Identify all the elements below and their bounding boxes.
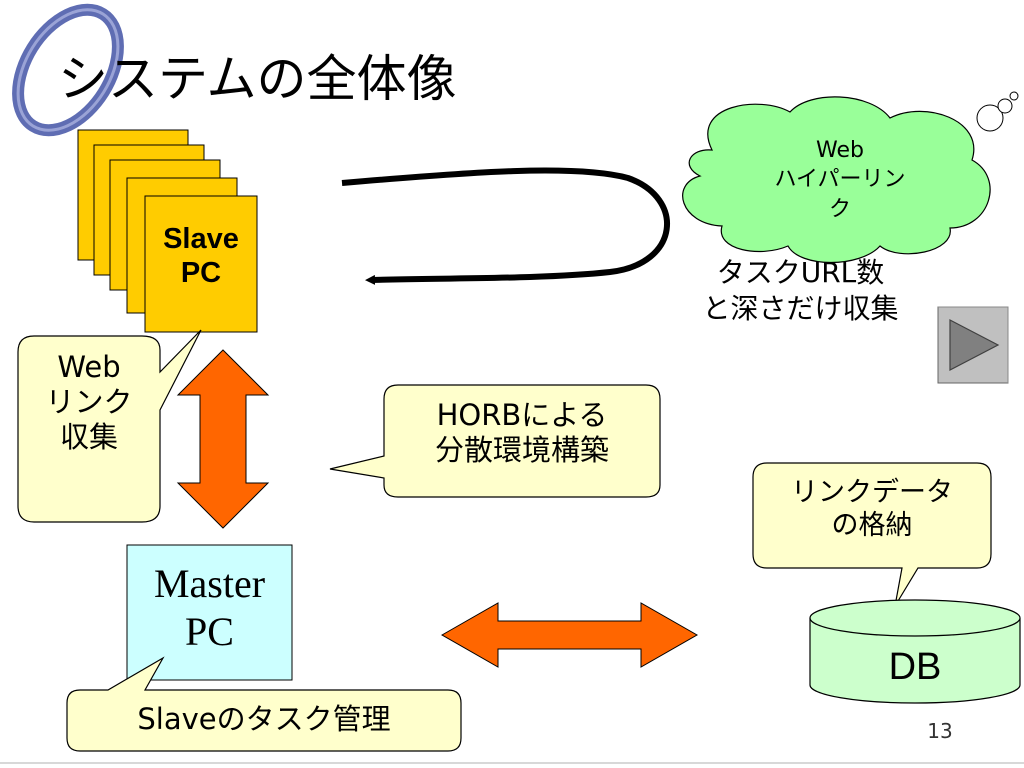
loop-arrow (341, 167, 670, 285)
slave-pc-label-line2: PC (180, 257, 222, 290)
slave-pc-box (144, 195, 258, 333)
cloud-text-line1: Web (816, 138, 864, 163)
horizontal-double-arrow (440, 602, 699, 668)
cloud-text: Web ハイパーリン ク (745, 136, 935, 224)
web-link-callout-text: Web リンク 収集 (18, 350, 160, 454)
horb-callout (329, 384, 661, 498)
link-data-callout-text: リンクデータ の格納 (753, 477, 991, 543)
horb-callout-text: HORBによる 分散環境構築 (384, 398, 660, 468)
ring-logo-icon (12, 3, 124, 137)
horb-line2: 分散環境構築 (434, 432, 609, 467)
play-triangle-icon[interactable] (937, 306, 1009, 384)
web-hyperlink-cloud (682, 91, 1019, 263)
link-data-callout (752, 462, 992, 607)
master-pc-label-line2: PC (185, 609, 234, 654)
cloud-text-line2: ハイパーリン (774, 167, 906, 193)
slide-title: システムの全体像 (58, 50, 457, 108)
web-link-line2: リンク (45, 384, 133, 419)
database-cylinder (809, 599, 1021, 704)
web-link-line3: 収集 (59, 419, 118, 454)
slave-task-callout (66, 656, 462, 752)
slave-task-callout-text: Slaveのタスク管理 (137, 702, 391, 736)
slave-pc-stack (77, 129, 258, 333)
horb-line1: HORBによる (436, 398, 608, 432)
cloud-text-line3: ク (828, 196, 851, 222)
vertical-double-arrow (176, 349, 270, 529)
link-data-line2: の格納 (831, 509, 913, 541)
web-link-line1: Web (57, 350, 121, 384)
master-pc-box (126, 544, 293, 681)
web-link-callout (17, 329, 202, 523)
master-pc-label: Master PC (127, 560, 292, 656)
slave-pc-label-line1: Slave (163, 223, 239, 255)
task-url-text: タスクURL数 と深さだけ収集 (668, 255, 933, 327)
database-label: DB (888, 646, 942, 688)
task-url-line1: タスクURL数 (716, 256, 885, 289)
task-url-line2: と深さだけ収集 (702, 291, 899, 325)
slave-pc-label: Slave PC (145, 222, 257, 290)
link-data-line1: リンクデータ (791, 477, 953, 508)
master-pc-label-line1: Master (153, 561, 266, 606)
page-number: 13 (927, 719, 953, 743)
